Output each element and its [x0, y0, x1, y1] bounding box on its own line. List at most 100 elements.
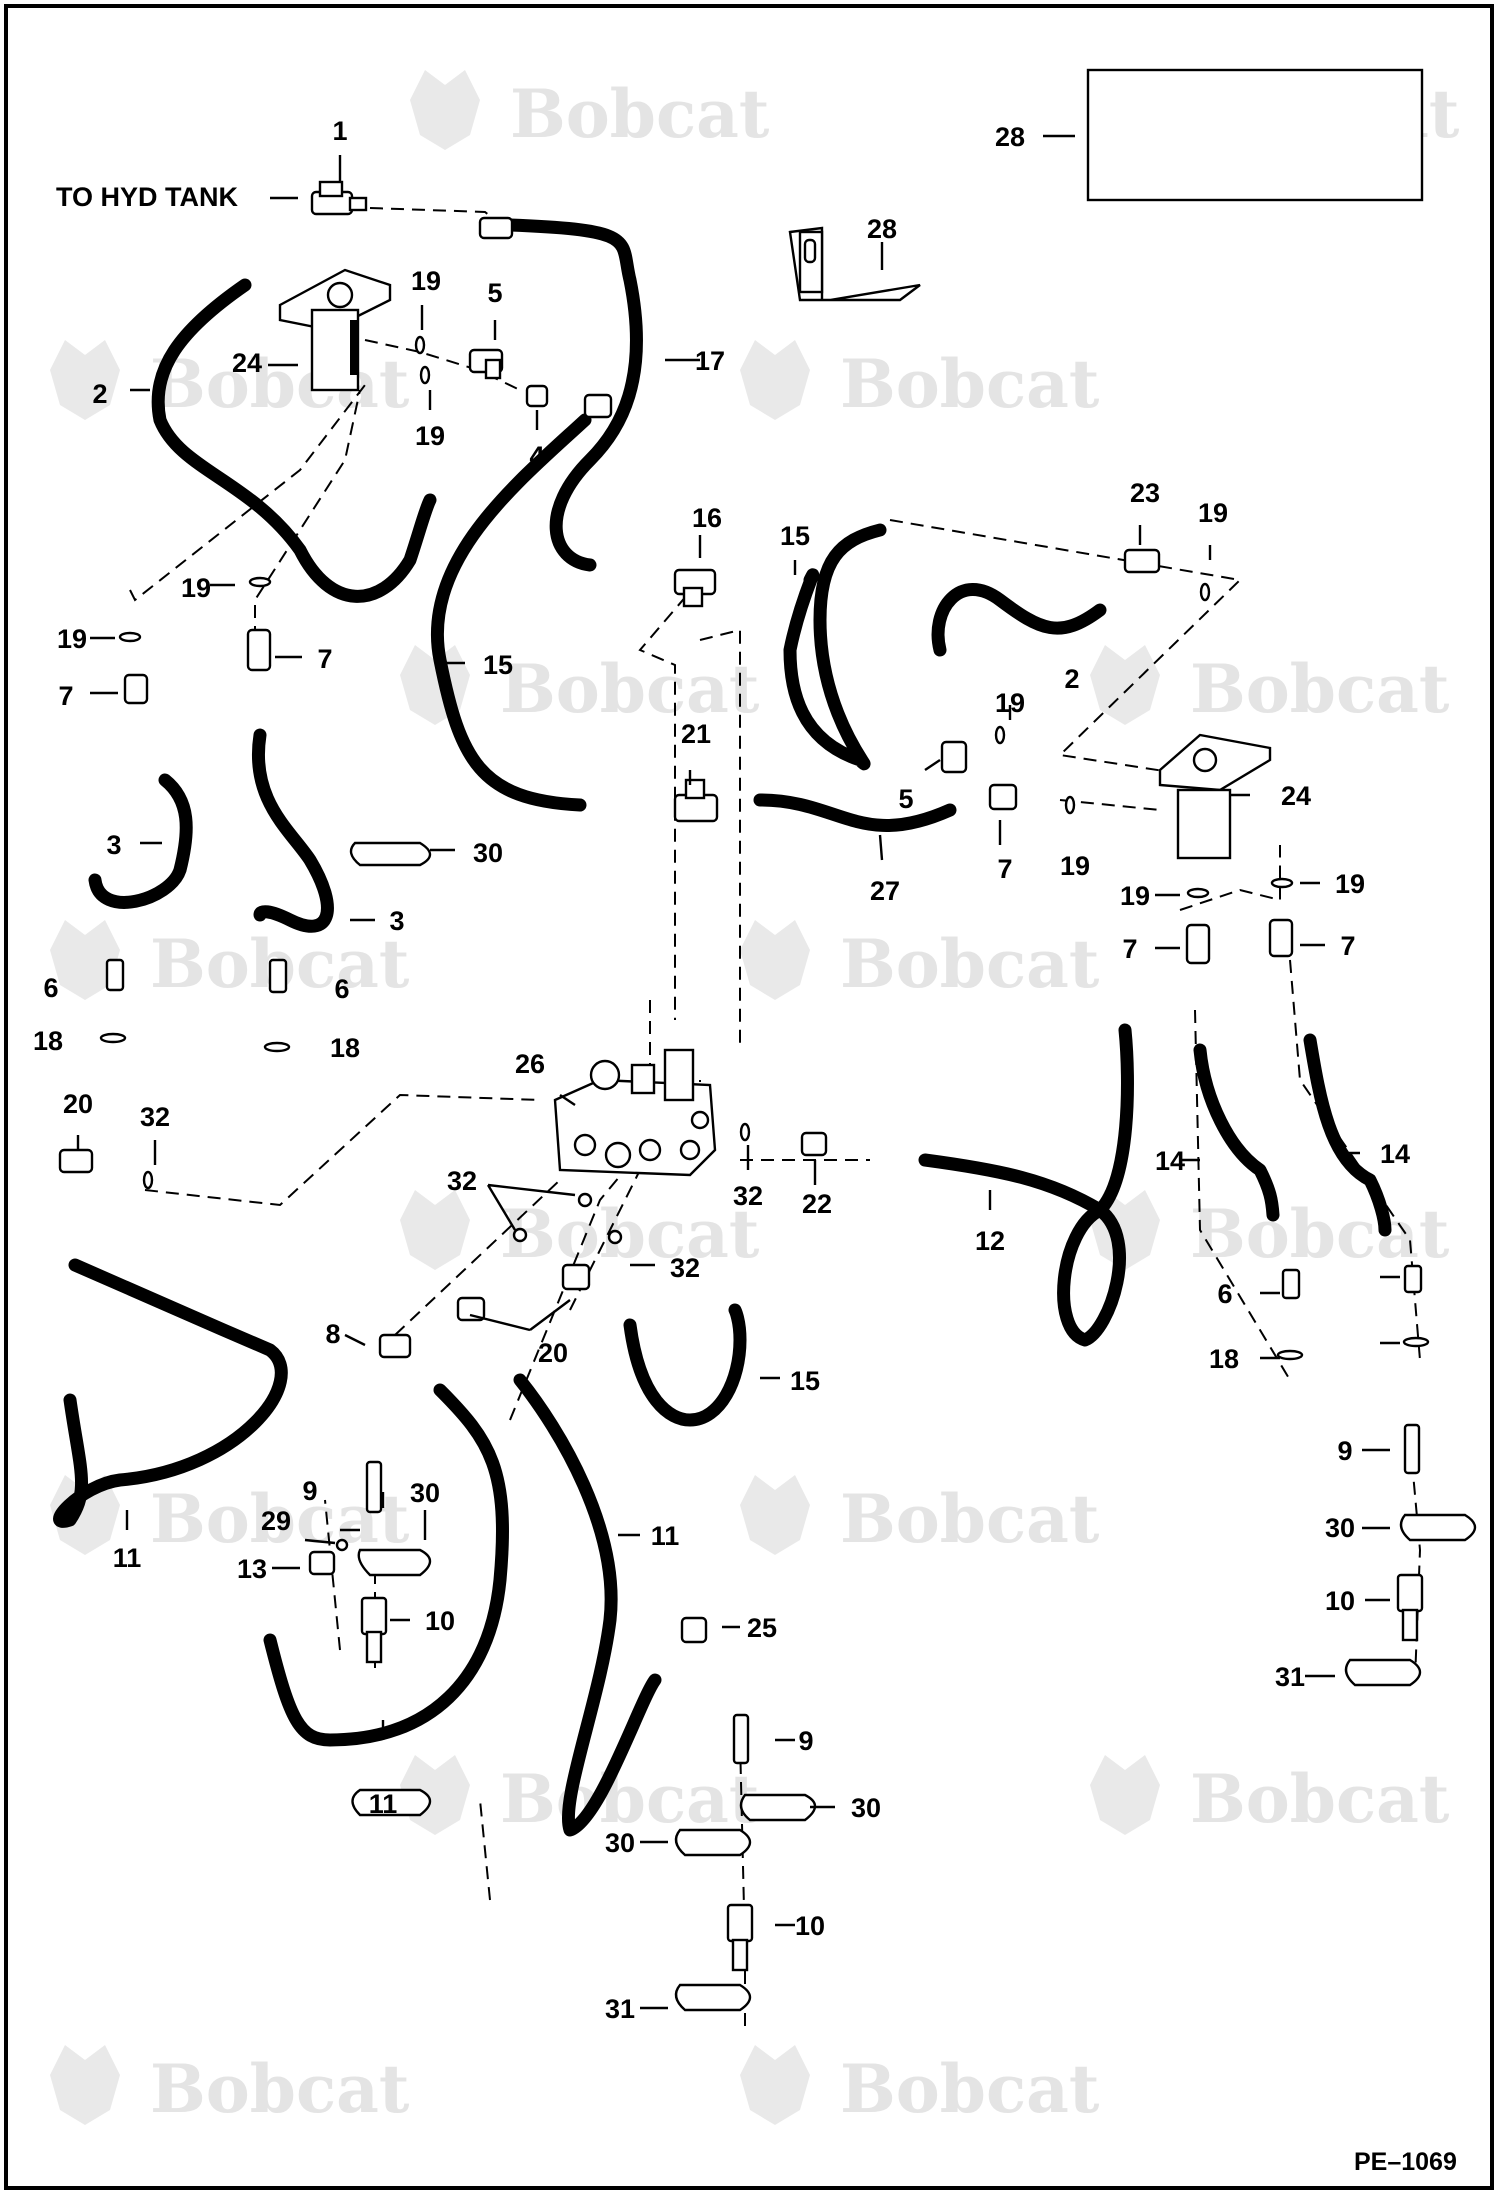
watermark-text: Bobcat: [150, 2050, 410, 2128]
kit-box-28: [1086, 68, 1424, 202]
watermark-logo-icon: [400, 1190, 470, 1270]
callout-c7e: 7: [1340, 931, 1355, 961]
watermark-logo-icon: [740, 920, 810, 1000]
callout-c2a: 2: [92, 379, 107, 409]
callout-c19h: 19: [1120, 881, 1150, 911]
callout-c19d: 19: [57, 624, 87, 654]
manifold-26: [553, 1048, 717, 1177]
callout-c27: 27: [870, 876, 900, 906]
callout-c7c: 7: [997, 854, 1012, 884]
page-frame: [4, 4, 1494, 2190]
callout-c5b: 5: [898, 784, 913, 814]
callout-c31a: 31: [605, 1994, 635, 2024]
callout-c6b: 6: [334, 974, 349, 1004]
callout-c20b: 20: [538, 1338, 568, 1368]
callout-c10a: 10: [425, 1606, 455, 1636]
hyd-tank-label: TO HYD TANK: [56, 182, 239, 212]
watermark-text: Bobcat: [840, 345, 1100, 423]
callout-c19f: 19: [995, 688, 1025, 718]
callout-c24b: 24: [1281, 781, 1311, 811]
callout-c32a: 32: [140, 1102, 170, 1132]
callout-c7a: 7: [58, 681, 73, 711]
watermark-text: Bobcat: [1190, 650, 1450, 728]
tee-fitting-1: [310, 180, 368, 216]
watermark-logo-icon: [50, 920, 120, 1000]
callout-c26: 26: [515, 1049, 545, 1079]
callout-c3b: 3: [389, 906, 404, 936]
callout-c15b: 15: [780, 521, 810, 551]
callout-c5a: 5: [487, 278, 502, 308]
valve-block-24-left: [278, 268, 392, 392]
watermark-text: Bobcat: [500, 650, 760, 728]
callout-c6a: 6: [43, 973, 58, 1003]
callout-c32c: 32: [670, 1253, 700, 1283]
callout-c10b: 10: [795, 1911, 825, 1941]
callout-c3a: 3: [106, 830, 121, 860]
watermark-text: Bobcat: [1190, 1760, 1450, 1838]
watermark-logo-icon: [740, 1475, 810, 1555]
watermark-text: Bobcat: [500, 1760, 760, 1838]
callout-c1: 1: [332, 116, 347, 146]
callout-c9c: 9: [1337, 1436, 1352, 1466]
callout-c19a: 19: [411, 266, 441, 296]
callout-c18c: 18: [1209, 1344, 1239, 1374]
watermark-logo-icon: [1090, 645, 1160, 725]
watermark-text: Bobcat: [840, 1480, 1100, 1558]
callout-c30d: 30: [1325, 1513, 1355, 1543]
callout-c18b: 18: [330, 1033, 360, 1063]
callout-c30e: 30: [473, 838, 503, 868]
callout-c19b: 19: [415, 421, 445, 451]
watermark-logo-icon: [50, 2045, 120, 2125]
callout-c19c: 19: [181, 573, 211, 603]
fittings: [58, 68, 1477, 2012]
callout-c4: 4: [529, 441, 544, 471]
watermark-logo-icon: [410, 70, 480, 150]
callout-c25: 25: [747, 1613, 777, 1643]
watermark-text: Bobcat: [500, 1195, 760, 1273]
callout-c29: 29: [261, 1506, 291, 1536]
callout-c32b: 32: [447, 1166, 477, 1196]
callout-c11b: 11: [651, 1521, 680, 1551]
callout-c17: 17: [695, 346, 725, 376]
watermark-text: Bobcat: [150, 345, 410, 423]
watermark-logo-icon: [1090, 1755, 1160, 1835]
callout-c30c: 30: [605, 1828, 635, 1858]
callout-c18a: 18: [33, 1026, 63, 1056]
callout-c13: 13: [237, 1554, 267, 1584]
callout-c8: 8: [325, 1319, 340, 1349]
callout-c24a: 24: [232, 348, 262, 378]
callout-c15c: 15: [790, 1366, 820, 1396]
watermark-text: Bobcat: [1190, 1195, 1450, 1273]
valve-block-24-right: [1158, 733, 1272, 860]
callout-c14a: 14: [1155, 1146, 1185, 1176]
callout-c12: 12: [975, 1226, 1005, 1256]
callout-c11c: 11: [369, 1789, 398, 1819]
callout-c9b: 9: [798, 1726, 813, 1756]
callout-c20a: 20: [63, 1089, 93, 1119]
callout-c19e: 19: [1198, 498, 1228, 528]
watermark-text: Bobcat: [510, 75, 770, 153]
callout-c19g: 19: [1060, 851, 1090, 881]
callout-c10c: 10: [1325, 1586, 1355, 1616]
watermark-text: Bobcat: [840, 2050, 1100, 2128]
hoses: [53, 218, 1392, 1837]
callout-c2b: 2: [1064, 664, 1079, 694]
watermark-logo-icon: [740, 340, 810, 420]
watermark-logo-icon: [50, 340, 120, 420]
watermark-logo-icon: [740, 2045, 810, 2125]
watermark-logo-icon: [50, 1475, 120, 1555]
callout-c7d: 7: [1122, 934, 1137, 964]
callout-c16: 16: [692, 503, 722, 533]
leader-lines: [76, 134, 1400, 2010]
callout-c32d: 32: [733, 1181, 763, 1211]
watermark-text: Bobcat: [840, 925, 1100, 1003]
callout-c21: 21: [681, 719, 711, 749]
callout-c7b: 7: [317, 644, 332, 674]
callout-c28b: 28: [867, 214, 897, 244]
callout-c9a: 9: [302, 1476, 317, 1506]
callout-c30a: 30: [410, 1478, 440, 1508]
callout-c14b: 14: [1380, 1139, 1410, 1169]
